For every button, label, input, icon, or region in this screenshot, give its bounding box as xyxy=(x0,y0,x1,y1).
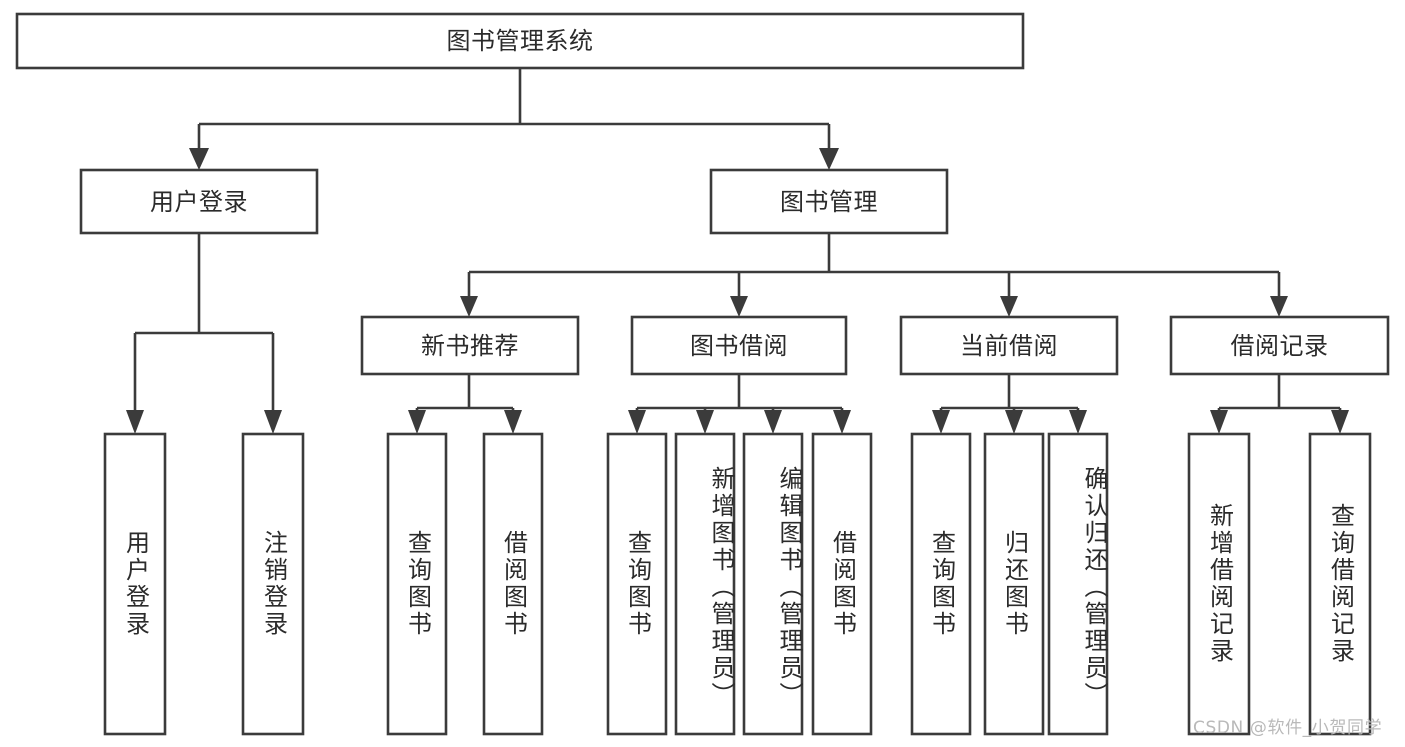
node-box-leaf-query-book-1[interactable] xyxy=(386,432,448,736)
connector-group-book-borrow xyxy=(628,374,851,434)
node-box-borrow-record[interactable] xyxy=(1169,315,1390,376)
node-box-leaf-borrow-book-1[interactable] xyxy=(482,432,544,736)
node-box-leaf-query-book-3[interactable] xyxy=(910,432,972,736)
connector-group-book-manage xyxy=(460,233,1288,317)
node-box-leaf-confirm-return[interactable] xyxy=(1047,432,1109,736)
arrow-head-current-borrow xyxy=(1000,296,1018,317)
arrow-head-book-borrow xyxy=(730,296,748,317)
node-box-book-borrow[interactable] xyxy=(630,315,848,376)
node-box-leaf-query-record[interactable] xyxy=(1308,432,1372,736)
node-box-user-login[interactable] xyxy=(79,168,319,235)
arrow-head-leaf-logout xyxy=(264,410,282,434)
node-box-current-borrow[interactable] xyxy=(899,315,1119,376)
arrow-head-book-manage xyxy=(819,148,839,170)
arrow-head-leaf-query-book-1 xyxy=(408,410,426,434)
node-box-leaf-borrow-book-2[interactable] xyxy=(811,432,873,736)
connector-group-new-book-rec xyxy=(408,374,522,434)
node-box-root[interactable] xyxy=(15,12,1025,70)
connector-group-current-borrow xyxy=(932,374,1087,434)
node-box-leaf-return-book[interactable] xyxy=(983,432,1045,736)
node-box-leaf-user-login[interactable] xyxy=(103,432,167,736)
node-box-leaf-add-book[interactable] xyxy=(674,432,736,736)
connector-group-user-login xyxy=(126,233,282,434)
arrow-head-leaf-query-record xyxy=(1331,410,1349,434)
arrow-head-leaf-confirm-return xyxy=(1069,410,1087,434)
csdn-watermark: CSDN @软件_小贺同学 xyxy=(1193,718,1383,738)
arrow-head-user-login xyxy=(189,148,209,170)
arrow-head-leaf-add-record xyxy=(1210,410,1228,434)
arrow-head-leaf-query-book-2 xyxy=(628,410,646,434)
arrow-head-leaf-borrow-book-2 xyxy=(833,410,851,434)
node-box-leaf-add-record[interactable] xyxy=(1187,432,1251,736)
arrow-head-borrow-record xyxy=(1270,296,1288,317)
node-box-new-book-rec[interactable] xyxy=(360,315,580,376)
node-box-leaf-query-book-2[interactable] xyxy=(606,432,668,736)
arrow-head-leaf-borrow-book-1 xyxy=(504,410,522,434)
node-box-leaf-edit-book[interactable] xyxy=(742,432,804,736)
arrow-head-leaf-return-book xyxy=(1005,410,1023,434)
connector-group-borrow-record xyxy=(1210,374,1349,434)
arrow-head-leaf-edit-book xyxy=(764,410,782,434)
node-box-leaf-logout[interactable] xyxy=(241,432,305,736)
connector-group-root xyxy=(189,68,839,170)
arrow-head-leaf-add-book xyxy=(696,410,714,434)
arrow-head-new-book-rec xyxy=(460,296,478,317)
arrow-head-leaf-query-book-3 xyxy=(932,410,950,434)
arrow-head-leaf-user-login xyxy=(126,410,144,434)
node-box-book-manage[interactable] xyxy=(709,168,949,235)
